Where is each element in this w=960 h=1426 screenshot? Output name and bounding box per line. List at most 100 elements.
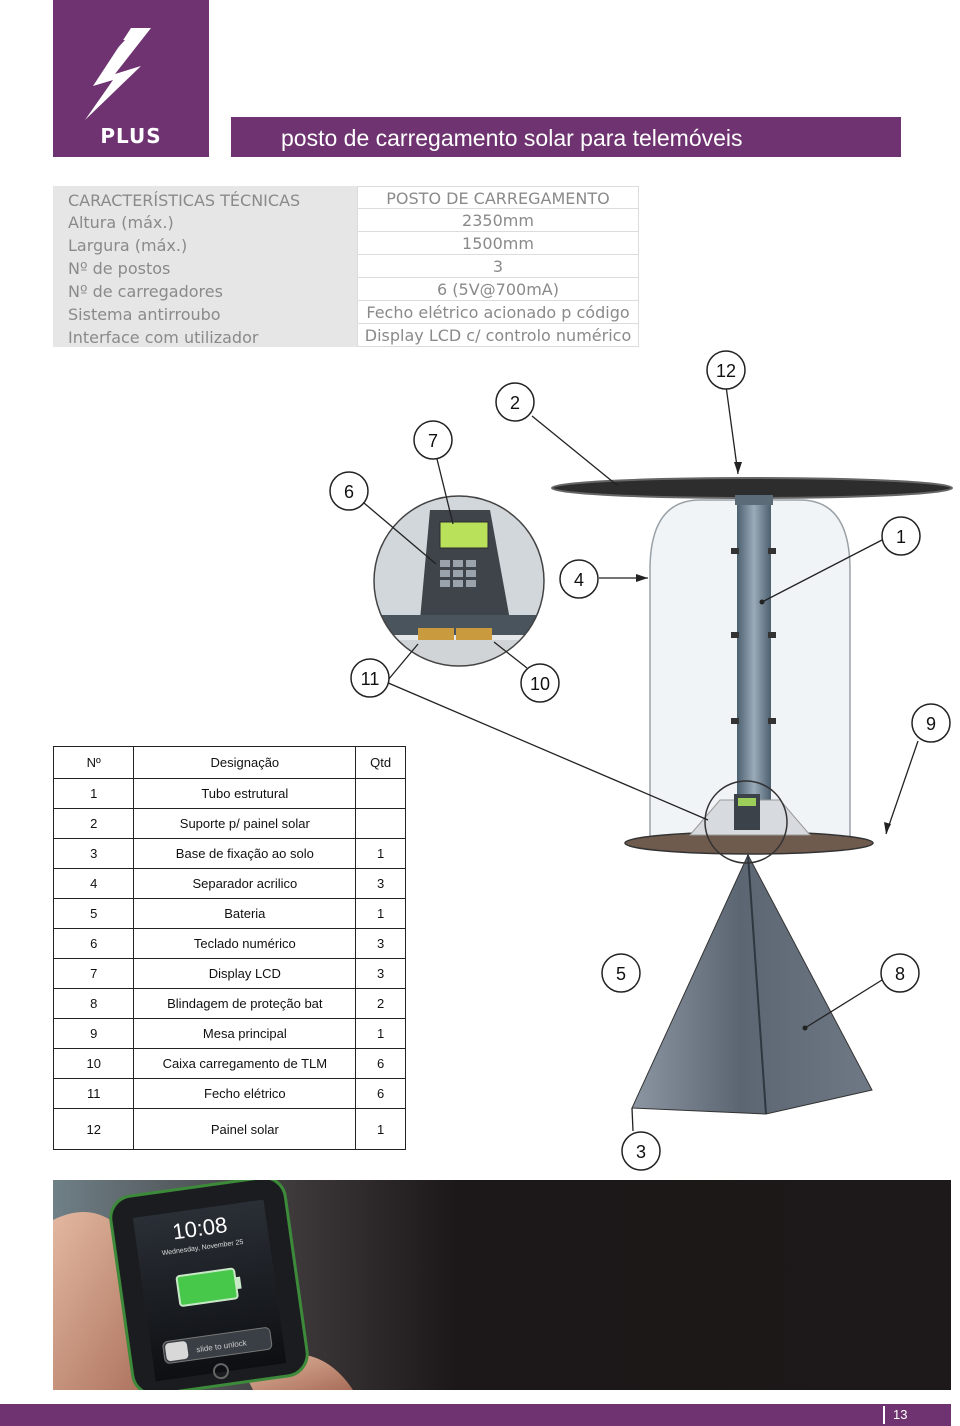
column-header: Qtd [355, 746, 406, 779]
part-name: Blindagem de proteção bat [133, 988, 357, 1019]
part-number: 8 [52, 988, 135, 1019]
part-qty: 3 [355, 958, 406, 989]
spec-key: Altura (máx.) [53, 209, 357, 232]
part-number: 6 [52, 928, 135, 959]
spec-value: 1500mm [357, 232, 639, 255]
part-name: Display LCD [133, 958, 357, 989]
spec-row: Sistema antirroubo Fecho elétrico aciona… [53, 301, 639, 324]
callout-1: 1 [881, 516, 921, 556]
spec-value: 3 [357, 255, 639, 278]
part-qty: 1 [355, 1108, 406, 1150]
part-number: 7 [52, 958, 135, 989]
part-qty: 2 [355, 988, 406, 1019]
part-qty: 6 [355, 1078, 406, 1109]
callout-6: 6 [329, 471, 369, 511]
parts-table-header: Nº Designação Qtd [52, 746, 406, 779]
part-number: 10 [52, 1048, 135, 1079]
callout-7: 7 [413, 420, 453, 460]
callout-8: 8 [880, 953, 920, 993]
callout-5: 5 [601, 953, 641, 993]
callout-label: 9 [926, 714, 936, 734]
lightning-bolt-icon [85, 28, 151, 120]
spec-value: Fecho elétrico acionado p código [357, 301, 639, 324]
part-number: 12 [52, 1108, 135, 1150]
part-name: Teclado numérico [133, 928, 357, 959]
spec-key: Largura (máx.) [53, 232, 357, 255]
phone-charging-photo: 10:08 Wednesday, November 25 slide to un… [53, 1180, 951, 1390]
callout-label: 12 [716, 361, 736, 381]
spec-row: Nº de carregadores 6 (5V@700mA) [53, 278, 639, 301]
callout-10: 10 [520, 663, 560, 703]
part-qty: 1 [355, 838, 406, 869]
spec-key: Nº de postos [53, 255, 357, 278]
footer-bar [0, 1404, 951, 1426]
callout-label: 11 [361, 669, 380, 689]
spec-header-key: CARACTERÍSTICAS TÉCNICAS [53, 186, 357, 210]
spec-row: Largura (máx.) 1500mm [53, 232, 639, 255]
spec-value: Display LCD c/ controlo numérico [357, 324, 639, 347]
part-name: Base de fixação ao solo [133, 838, 357, 869]
part-qty [355, 808, 406, 839]
spec-value: 2350mm [357, 209, 639, 232]
part-number: 5 [52, 898, 135, 929]
spec-table: CARACTERÍSTICAS TÉCNICAS POSTO DE CARREG… [53, 186, 639, 347]
part-number: 11 [52, 1078, 135, 1109]
part-number: 2 [52, 808, 135, 839]
callout-label: 1 [896, 527, 906, 547]
callout-label: 5 [616, 964, 626, 984]
part-number: 9 [52, 1018, 135, 1049]
part-name: Painel solar [133, 1108, 357, 1150]
page-number: 13 [883, 1406, 907, 1424]
part-qty: 1 [355, 1018, 406, 1049]
callout-label: 3 [636, 1142, 646, 1162]
callout-9: 9 [911, 703, 951, 743]
spec-key: Interface com utilizador [53, 324, 357, 347]
callout-label: 2 [510, 393, 520, 413]
logo-text: PLUS [100, 124, 162, 148]
part-number: 3 [52, 838, 135, 869]
column-header: Nº [52, 746, 135, 779]
spec-row: Interface com utilizador Display LCD c/ … [53, 324, 639, 347]
unlock-slider-knob [165, 1341, 189, 1362]
page-title: posto de carregamento solar para telemóv… [231, 117, 901, 157]
keypad-zoom-detail [374, 496, 544, 666]
spec-header-row: CARACTERÍSTICAS TÉCNICAS POSTO DE CARREG… [53, 186, 639, 210]
charging-station-drawing: 12 2 7 6 1 4 11 10 9 5 8 3 [329, 350, 953, 1171]
column-header: Designação [133, 746, 357, 779]
spec-row: Nº de postos 3 [53, 255, 639, 278]
spec-value: 6 (5V@700mA) [357, 278, 639, 301]
part-qty: 6 [355, 1048, 406, 1079]
callout-4: 4 [559, 559, 599, 599]
part-qty [355, 778, 406, 809]
callout-label: 6 [344, 482, 354, 502]
callout-12: 12 [706, 350, 746, 390]
part-number: 4 [52, 868, 135, 899]
part-qty: 3 [355, 868, 406, 899]
base-pyramid [631, 853, 873, 1115]
callout-label: 4 [574, 570, 584, 590]
callout-label: 7 [428, 431, 438, 451]
part-name: Fecho elétrico [133, 1078, 357, 1109]
brand-logo: PLUS [53, 0, 209, 157]
part-name: Mesa principal [133, 1018, 357, 1049]
spec-key: Sistema antirroubo [53, 301, 357, 324]
part-name: Separador acrilico [133, 868, 357, 899]
part-name: Bateria [133, 898, 357, 929]
part-number: 1 [52, 778, 135, 809]
callout-3: 3 [621, 1131, 661, 1171]
part-qty: 3 [355, 928, 406, 959]
part-name: Tubo estrutural [133, 778, 357, 809]
callout-label: 10 [530, 674, 550, 694]
